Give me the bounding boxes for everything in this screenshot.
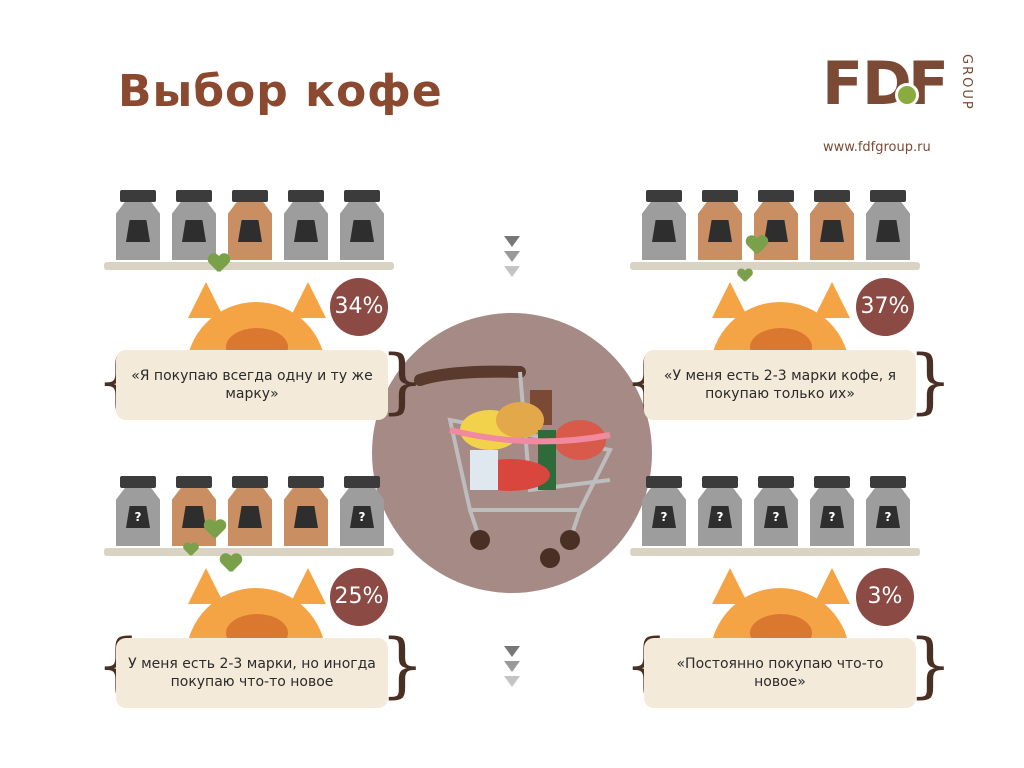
coffee-jar [228, 476, 272, 548]
right-brace: } [908, 624, 953, 706]
quote-bubble: У меня есть 2-3 марки, но иногда покупаю… [116, 638, 388, 708]
coffee-jar: ? [116, 476, 160, 548]
coffee-jar: ? [810, 476, 854, 548]
heart-icon [208, 254, 230, 274]
cat-ear [290, 568, 326, 604]
coffee-jar: ? [754, 476, 798, 548]
logo-dot-icon [895, 83, 919, 107]
coffee-jar [172, 190, 216, 262]
percent-badge: 25% [330, 568, 388, 626]
shelf [104, 262, 394, 270]
coffee-jar [228, 190, 272, 262]
heart-icon [204, 520, 226, 540]
cat-ear [814, 568, 850, 604]
heart-icon [183, 543, 198, 557]
coffee-jar [284, 476, 328, 548]
right-brace: } [380, 624, 425, 706]
jar-label: ? [876, 506, 900, 528]
logo-group-text: GROUP [959, 54, 974, 111]
arrows-down-bottom [504, 646, 524, 691]
logo-letter-f2: F [908, 49, 949, 119]
shopping-cart-icon [414, 365, 613, 568]
cat-head-icon [710, 568, 850, 668]
jar-label [876, 220, 900, 242]
jar-label [820, 220, 844, 242]
arrow-down-icon [504, 251, 520, 262]
quadrant-always-new: ? ? ? ? ? 3% { «Постоянно покупаю что-то… [624, 472, 953, 732]
shelf [630, 262, 920, 270]
coffee-jar: ? [340, 476, 384, 548]
right-brace: } [908, 340, 953, 422]
jar-label [294, 506, 318, 528]
cat-ear [290, 282, 326, 318]
coffee-jar [698, 190, 742, 262]
jar-label [182, 506, 206, 528]
quadrant-sometimes-new: ? ? 25% { У меня есть 2-3 марки, но иног… [96, 472, 425, 732]
jar-label [126, 220, 150, 242]
logo-url: www.fdfgroup.ru [823, 140, 931, 155]
arrow-down-icon [504, 266, 520, 277]
jar-label [652, 220, 676, 242]
jar-label: ? [126, 506, 150, 528]
arrows-down-top [504, 236, 524, 281]
quote-bubble: «Постоянно покупаю что-то новое» [644, 638, 916, 708]
coffee-jar [810, 190, 854, 262]
cat-head-icon [186, 568, 326, 668]
jar-label [708, 220, 732, 242]
percent-badge: 37% [856, 278, 914, 336]
jar-label: ? [764, 506, 788, 528]
shelf [104, 548, 394, 556]
coffee-jar [116, 190, 160, 262]
jar-label: ? [708, 506, 732, 528]
coffee-jar [642, 190, 686, 262]
coffee-jar [866, 190, 910, 262]
percent-badge: 3% [856, 568, 914, 626]
jar-label [182, 220, 206, 242]
coffee-jar: ? [866, 476, 910, 548]
heart-icon [746, 236, 768, 256]
jar-label [294, 220, 318, 242]
arrow-down-icon [504, 646, 520, 657]
cat-ear [814, 282, 850, 318]
page-title: Выбор кофе [118, 66, 443, 117]
jar-label [238, 220, 262, 242]
percent-badge: 34% [330, 278, 388, 336]
right-brace: } [380, 340, 425, 422]
center-circle [372, 313, 652, 593]
jar-label: ? [652, 506, 676, 528]
arrow-down-icon [504, 661, 520, 672]
coffee-jar: ? [642, 476, 686, 548]
heart-icon [737, 269, 752, 283]
coffee-jar [340, 190, 384, 262]
quote-bubble: «Я покупаю всегда одну и ту же марку» [116, 350, 388, 420]
arrow-down-icon [504, 236, 520, 247]
arrow-down-icon [504, 676, 520, 687]
coffee-jar: ? [698, 476, 742, 548]
jar-label [350, 220, 374, 242]
quote-bubble: «У меня есть 2-3 марки кофе, я покупаю т… [644, 350, 916, 420]
logo-letter-f: F [822, 49, 863, 119]
quadrant-two-three-brands: 37% { «У меня есть 2-3 марки кофе, я пок… [624, 186, 953, 446]
quadrant-one-brand: 34% { «Я покупаю всегда одну и ту же мар… [96, 186, 425, 446]
jar-label [238, 506, 262, 528]
shelf [630, 548, 920, 556]
jar-label [764, 220, 788, 242]
jar-label: ? [820, 506, 844, 528]
jar-label: ? [350, 506, 374, 528]
coffee-jar [284, 190, 328, 262]
fdf-group-logo: F D F GROUP [822, 49, 974, 164]
